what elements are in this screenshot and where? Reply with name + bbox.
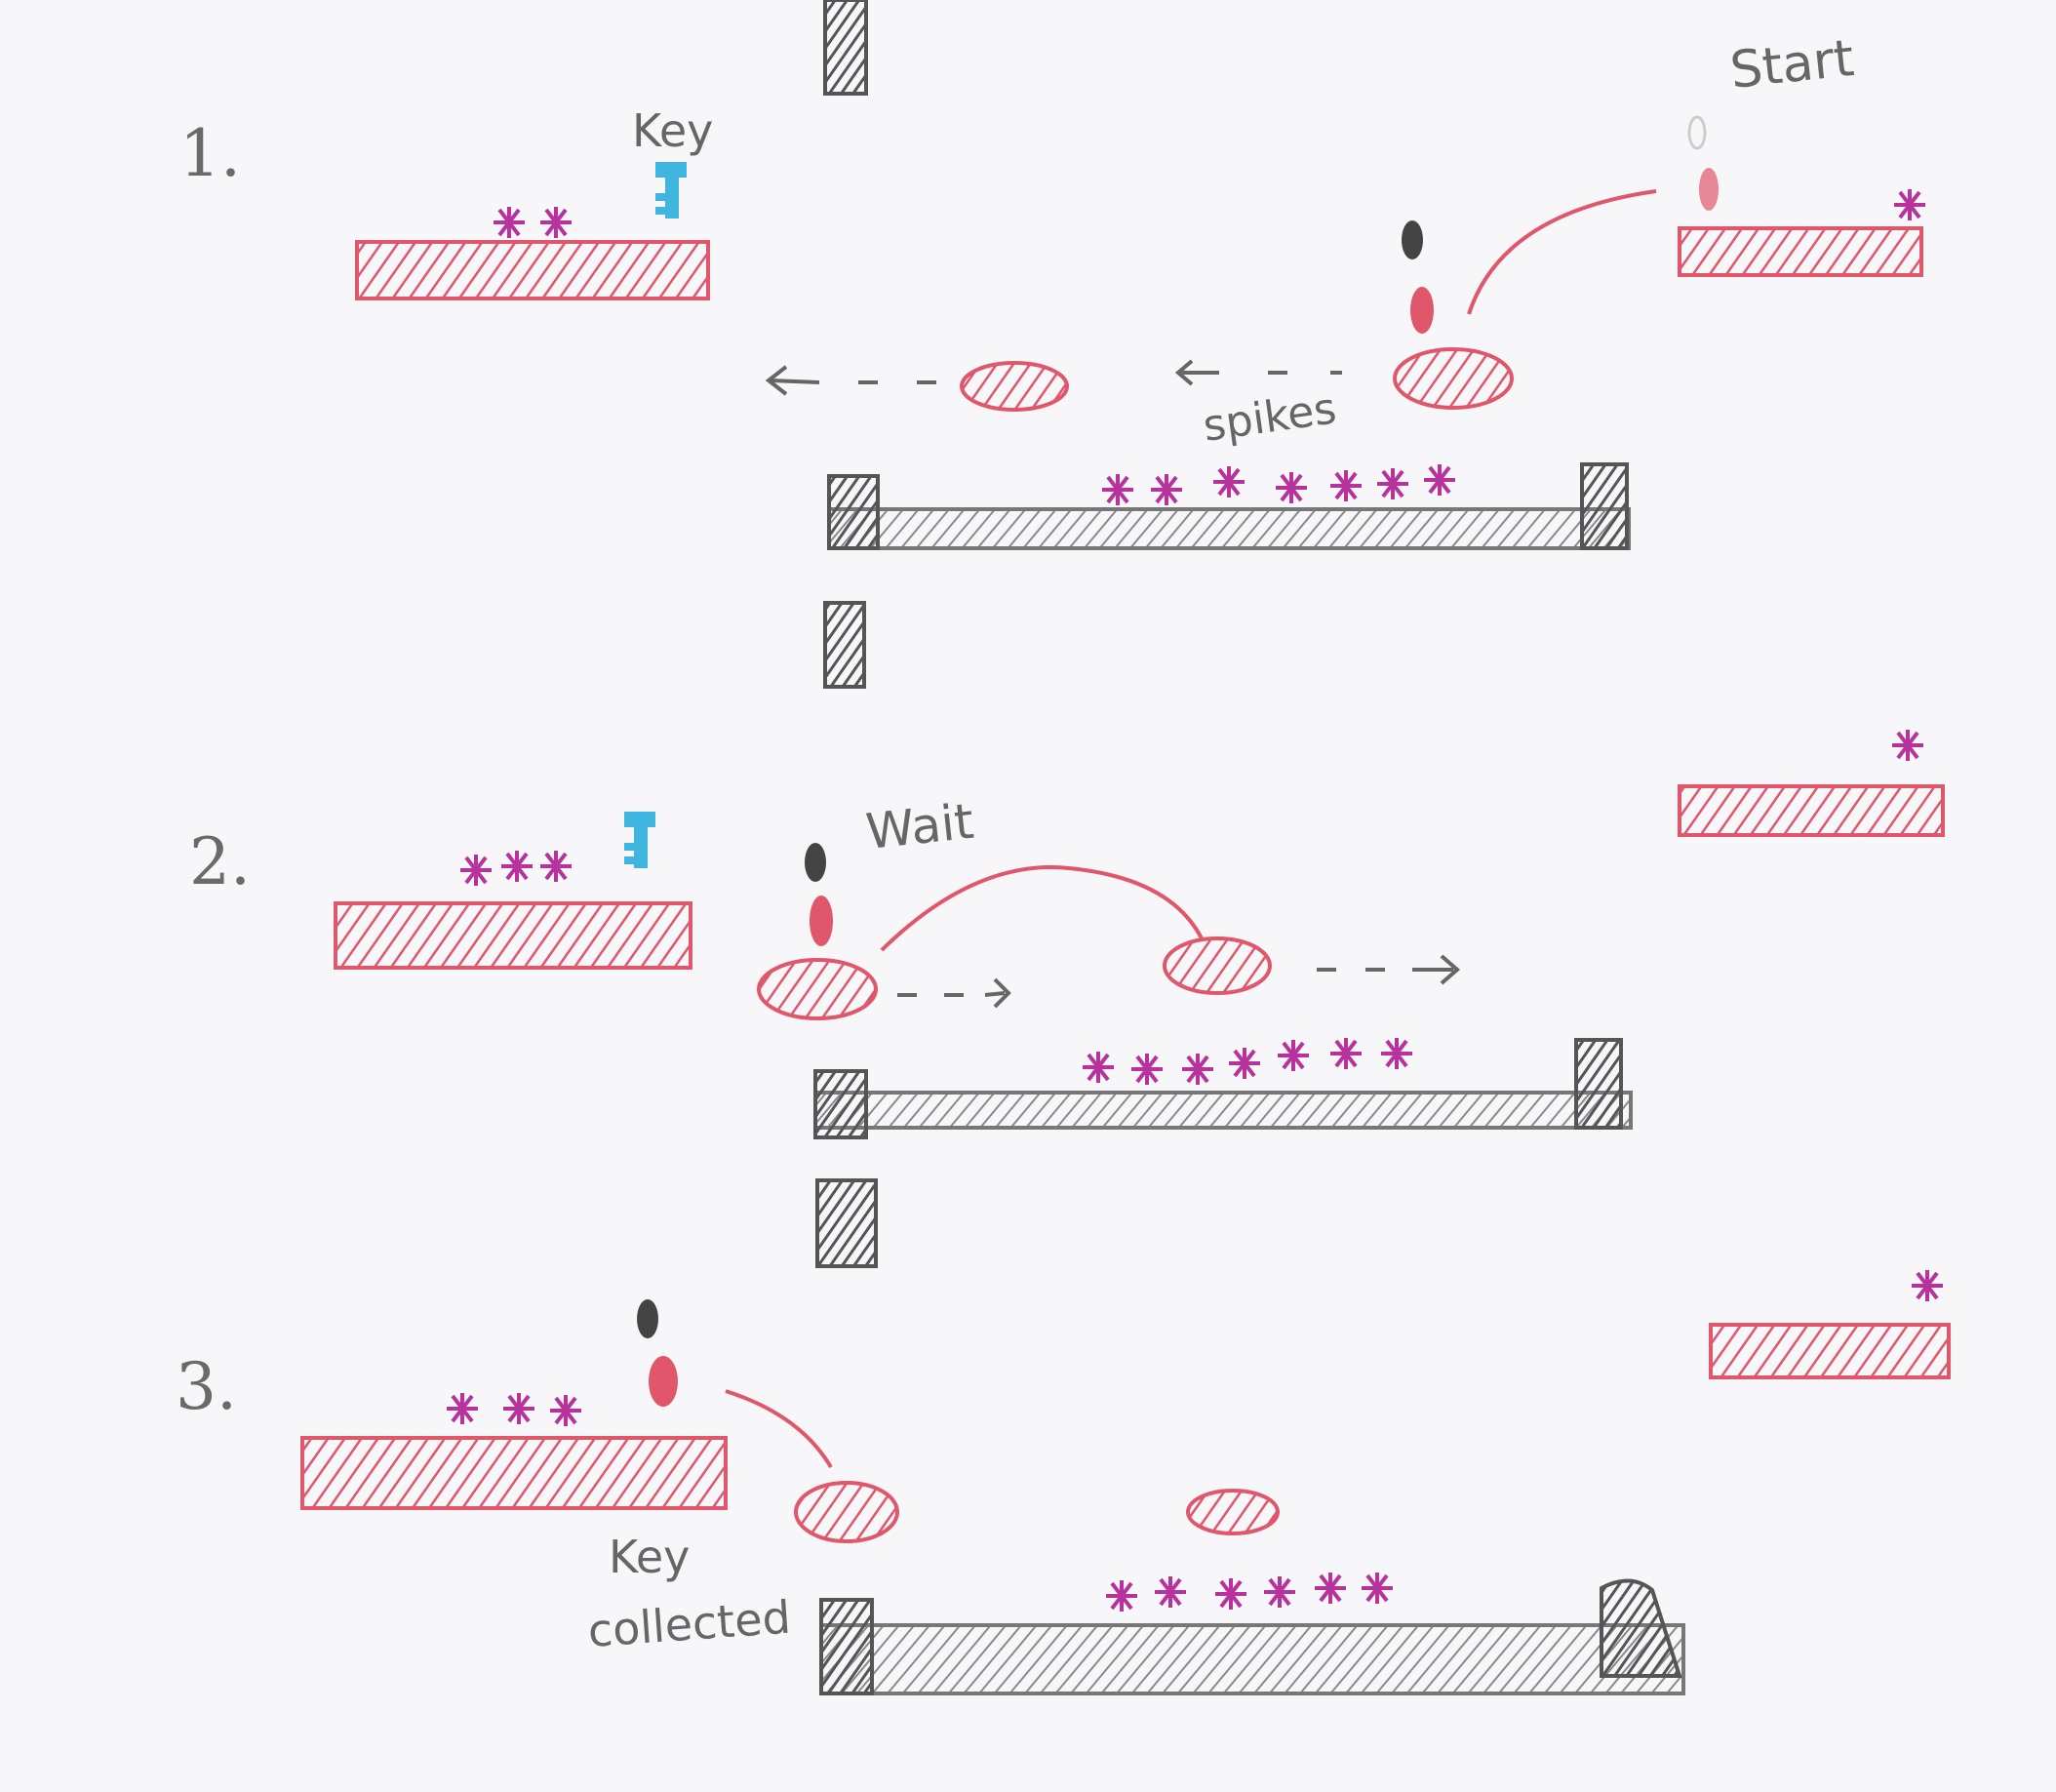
- wall-pillars: [815, 0, 878, 1268]
- moving-platform: [757, 958, 878, 1020]
- jump-arc: [725, 1389, 833, 1469]
- wait-label: Wait: [863, 793, 976, 860]
- character-icon: [637, 1299, 658, 1338]
- spike-icon: [1180, 1052, 1215, 1087]
- moving-platform: [794, 1481, 899, 1543]
- spike-icon: [1227, 1046, 1262, 1081]
- stone-block: [1600, 1578, 1682, 1678]
- stone-ground: [813, 1091, 1633, 1130]
- key-platform: [300, 1436, 728, 1510]
- spike-icon: [1328, 1036, 1364, 1071]
- character-body: [810, 896, 833, 946]
- key-label: Key: [632, 104, 713, 157]
- moving-platform: [1393, 347, 1514, 410]
- spike-icon: [1262, 1574, 1297, 1610]
- character-body: [649, 1356, 678, 1407]
- spike-icon: [1149, 472, 1184, 507]
- stone-ground: [819, 1623, 1685, 1695]
- spike-icon: [538, 849, 573, 884]
- spike-icon: [1129, 1052, 1165, 1087]
- spike-icon: [458, 853, 494, 888]
- moving-platform: [1163, 936, 1272, 995]
- spike-icon: [1379, 1036, 1414, 1071]
- arrow-icon: [897, 954, 1461, 1009]
- character-icon: [805, 843, 826, 882]
- arrow-icon: [765, 359, 1342, 396]
- start-platform: [1678, 226, 1923, 277]
- key-icon: [655, 162, 687, 219]
- spike-icon: [1422, 462, 1457, 498]
- spike-icon: [1213, 1576, 1248, 1612]
- spike-icon: [1153, 1574, 1188, 1610]
- spike-icon: [538, 205, 573, 240]
- step-number: 1.: [179, 116, 241, 191]
- character-icon: [1402, 220, 1423, 259]
- moving-platform: [1186, 1489, 1280, 1535]
- stone-block: [1574, 1038, 1623, 1130]
- spikes-label: spikes: [1200, 383, 1339, 452]
- start-platform: [1678, 784, 1945, 837]
- spike-icon: [492, 205, 527, 240]
- stone-block: [1580, 462, 1629, 550]
- step-3: 3. Key collected: [176, 1268, 1951, 1695]
- spike-icon: [1313, 1571, 1348, 1606]
- spike-icon: [445, 1391, 480, 1426]
- stone-block: [813, 1069, 868, 1139]
- spike-icon: [1892, 187, 1927, 222]
- start-label: Start: [1727, 29, 1857, 100]
- key-collected-label-line1: Key: [609, 1531, 690, 1583]
- jump-arc: [880, 865, 1204, 952]
- stone-block: [827, 474, 880, 550]
- spike-icon: [499, 849, 534, 884]
- character-body: [1699, 168, 1719, 211]
- step-1: 1. Start Key spikes: [179, 29, 1927, 550]
- key-platform: [334, 901, 692, 970]
- jump-arc: [1467, 189, 1657, 315]
- stone-ground: [827, 507, 1631, 550]
- character-body: [1410, 287, 1434, 334]
- spike-icon: [501, 1391, 536, 1426]
- step-number: 2.: [189, 824, 251, 899]
- stone-block: [819, 1598, 874, 1695]
- key-collected-label-line2: collected: [586, 1591, 792, 1657]
- spike-icon: [1100, 472, 1135, 507]
- spike-icon: [1274, 470, 1309, 505]
- spike-icon: [1360, 1571, 1395, 1606]
- key-icon: [624, 812, 655, 868]
- key-platform: [355, 240, 710, 300]
- spike-icon: [1890, 728, 1925, 763]
- spike-icon: [548, 1393, 583, 1428]
- spike-icon: [1375, 466, 1410, 501]
- spike-icon: [1104, 1578, 1139, 1613]
- start-platform: [1709, 1323, 1951, 1379]
- character-icon: [1687, 115, 1707, 150]
- spike-icon: [1081, 1050, 1116, 1085]
- spike-icon: [1910, 1268, 1945, 1303]
- moving-platform: [960, 361, 1069, 412]
- step-2: 2. Wait: [189, 728, 1945, 1139]
- spike-icon: [1276, 1038, 1311, 1073]
- step-number: 3.: [176, 1349, 237, 1424]
- spike-icon: [1211, 464, 1246, 499]
- spike-icon: [1328, 468, 1364, 503]
